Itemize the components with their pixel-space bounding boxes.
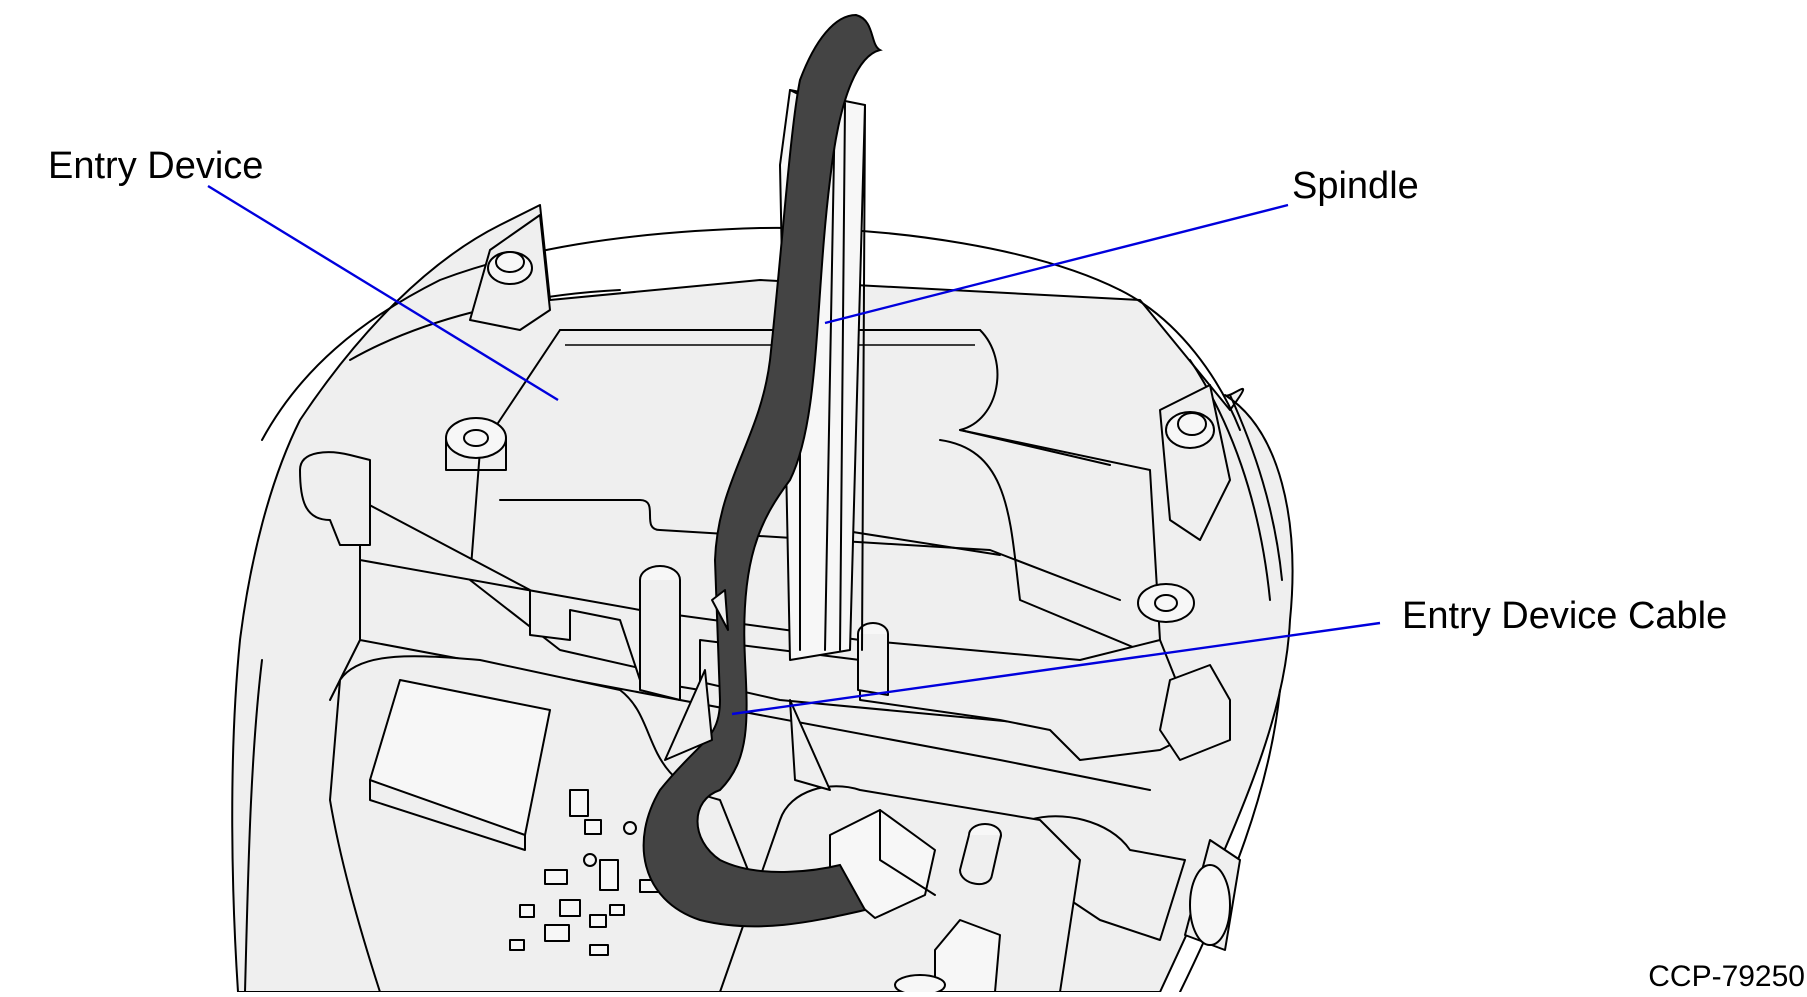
leader-line-entry-device [207, 184, 559, 402]
circuit-board [329, 655, 761, 993]
label-spindle: Spindle [1292, 165, 1419, 207]
entry-device-cable [642, 13, 883, 928]
leader-line-spindle [824, 203, 1289, 325]
side-clips [299, 451, 1231, 941]
label-entry-device-cable: Entry Device Cable [1402, 595, 1727, 637]
leader-lines [207, 184, 1381, 716]
label-entry-device: Entry Device [48, 145, 263, 187]
leader-line-entry-device-cable [731, 621, 1381, 716]
connector-area [719, 785, 1081, 996]
figure-id: CCP-79250 [1648, 960, 1805, 992]
